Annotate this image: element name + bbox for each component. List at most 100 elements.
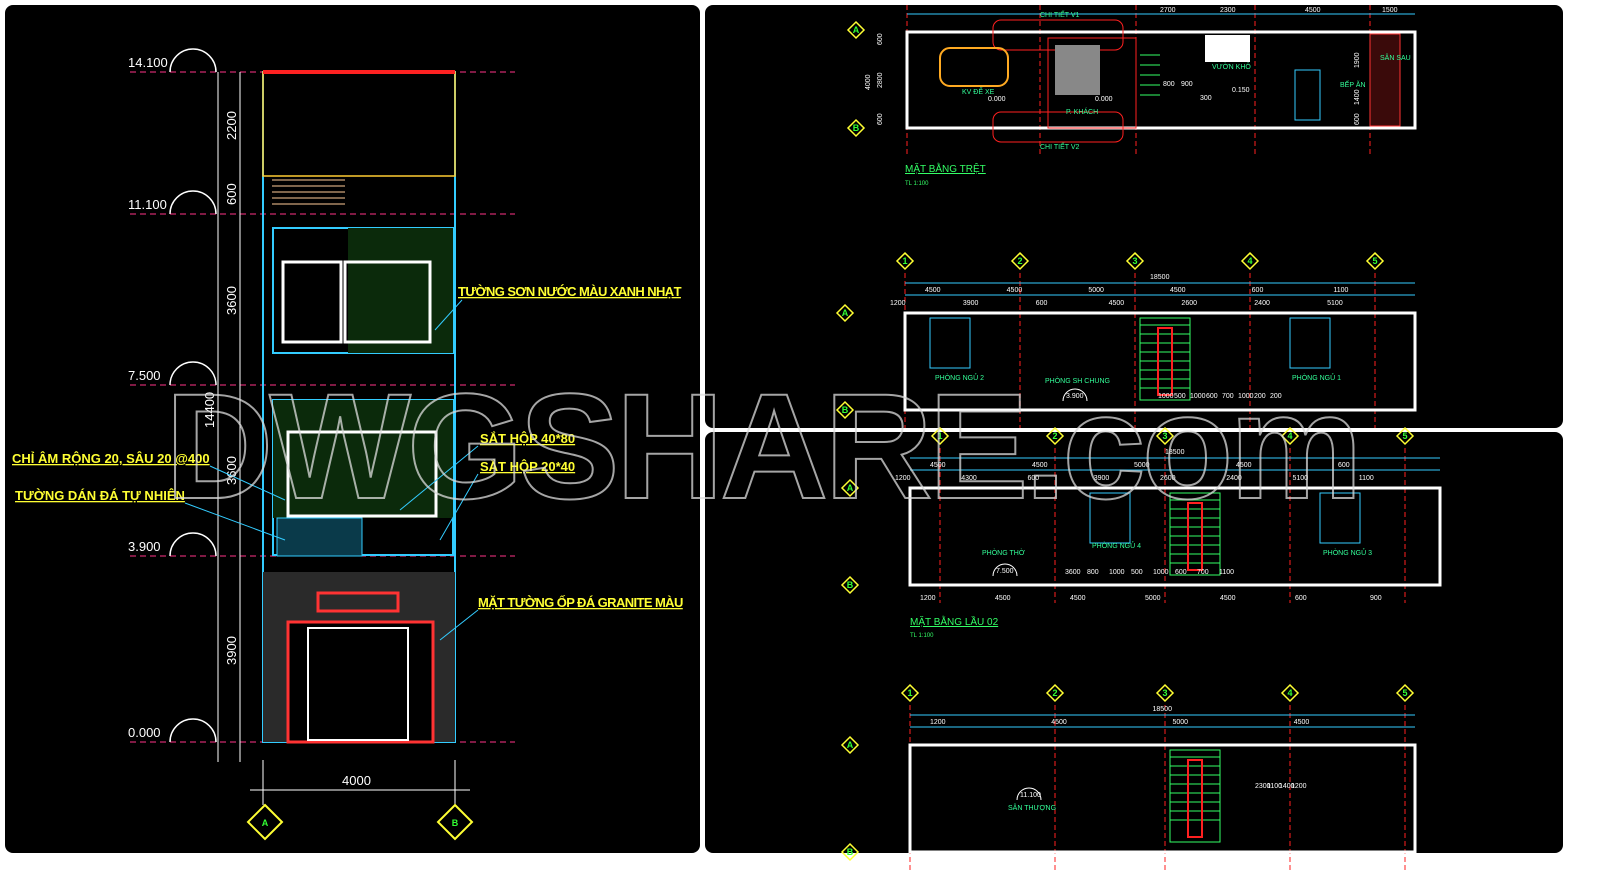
bed-icon <box>1319 492 1361 544</box>
note-steel-40x80: SẮT HỘP 40*80 <box>480 431 575 446</box>
dim-label: 900 <box>1181 81 1193 88</box>
room-label: P. KHÁCH <box>1066 107 1098 116</box>
dining-table-icon <box>1294 69 1321 121</box>
level-label: 11.100 <box>128 197 167 212</box>
outer-wall <box>908 743 1417 854</box>
axis-number: 4 <box>1287 431 1292 441</box>
green-paint-texture <box>348 228 453 353</box>
room-label: PHÒNG SH CHUNG <box>1045 376 1110 385</box>
front-elevation: 14.100 11.100 7.500 3.900 0.000 2200 600… <box>12 48 684 841</box>
dim-label: 4500 <box>1236 462 1252 469</box>
dim-label: 2600 <box>1181 300 1197 307</box>
axis-letter: A <box>842 308 849 318</box>
dim-label: 600 <box>1354 113 1361 125</box>
dim-label: 4500 <box>995 595 1011 602</box>
dim-label: 4500 <box>1294 719 1310 726</box>
axis-number: 3 <box>1162 431 1167 441</box>
note-granite: MẶT TƯỜNG ỐP ĐÁ GRANITE MÀU <box>478 595 683 610</box>
axis-letter: A <box>847 483 854 493</box>
dim-label: 600 <box>1206 393 1218 400</box>
axis-bubble <box>840 575 860 595</box>
dim-label: 700 <box>1197 569 1209 576</box>
bed-icon <box>929 317 971 369</box>
axis-bubble <box>1125 251 1145 271</box>
dim-label: 200 <box>1270 393 1282 400</box>
axis-letter: B <box>842 405 849 415</box>
dim-label: 1500 <box>1382 7 1398 14</box>
detail-label: CHI TIẾT V2 <box>1040 141 1080 151</box>
stair-icon <box>1139 317 1191 401</box>
dim-label: 4000 <box>865 74 872 90</box>
outer-wall <box>908 486 1442 587</box>
axis-bubble <box>900 683 920 703</box>
axis-bubble-b: B <box>452 818 459 828</box>
level-label: 14.100 <box>128 55 168 70</box>
car-icon <box>939 47 1009 87</box>
dim-label: 2700 <box>1160 7 1176 14</box>
dim-label: 1400 <box>1279 783 1295 790</box>
axis-bubble <box>1280 426 1300 446</box>
axis-number: 2 <box>1052 688 1057 698</box>
dim-label: 300 <box>1200 95 1212 102</box>
dim-label: 1100 <box>1219 569 1234 576</box>
axis-number: 5 <box>1402 688 1407 698</box>
stair-icon <box>1169 749 1221 843</box>
axis-number: 5 <box>1372 256 1377 266</box>
room-label: BẾP ĂN <box>1340 79 1366 89</box>
dim-label: 2400 <box>1254 300 1270 307</box>
plan-scale: TL 1:100 <box>910 633 934 639</box>
dim-label: 5000 <box>1173 719 1189 726</box>
dim-label: 600 <box>1295 595 1307 602</box>
dim-label: 600 <box>1028 475 1040 482</box>
dim-label: 4500 <box>1007 287 1023 294</box>
axis-bubble <box>895 251 915 271</box>
axis-bubble <box>930 426 950 446</box>
plan-title: MẶT BẰNG LẦU 02 <box>910 615 999 628</box>
axis-bubble <box>840 478 860 498</box>
dim-label: 2300 <box>1220 7 1236 14</box>
dim-label: 2800 <box>877 72 884 88</box>
dim-label: 600 <box>1036 300 1048 307</box>
stair-icon <box>1169 492 1221 576</box>
bed-icon <box>1089 492 1131 544</box>
axis-bubble: B <box>853 123 860 133</box>
axis-bubble <box>1010 251 1030 271</box>
note-paint-wall: TƯỜNG SƠN NƯỚC MÀU XANH NHẠT <box>458 284 682 299</box>
dim-label: 1200 <box>890 300 906 307</box>
dim-label: 5000 <box>1145 595 1161 602</box>
plan-ground-floor: 2700 2300 4500 1500 600 2800 600 4000 80… <box>846 5 1417 187</box>
dim-label: 600 <box>1252 287 1264 294</box>
dim-label: 2200 <box>224 111 239 140</box>
dim-label: 3900 <box>1094 475 1110 482</box>
note-groove: CHỈ ÂM RỘNG 20, SÂU 20 @400 <box>12 451 210 466</box>
dim-total-label: 14400 <box>202 392 217 428</box>
dim-label: 4500 <box>1170 287 1186 294</box>
level-label: 3.900 <box>1066 393 1084 400</box>
dim-label: 600 <box>1338 462 1350 469</box>
note-stone-wall: TƯỜNG DÁN ĐÁ TỰ NHIÊN <box>15 488 185 503</box>
dim-label: 1000 <box>1153 569 1169 576</box>
axis-number: 3 <box>1162 688 1167 698</box>
axis-bubble: A <box>853 25 860 35</box>
dim-label: 1200 <box>930 719 946 726</box>
level-label: 7.500 <box>128 368 161 383</box>
axis-bubble <box>840 842 860 862</box>
axis-number: 2 <box>1017 256 1022 266</box>
dim-total-label: 18500 <box>1150 274 1170 281</box>
sofa-icon <box>1055 45 1100 95</box>
dim-label: 5100 <box>1293 475 1309 482</box>
plans-top-panel <box>705 5 1563 428</box>
axis-letter: A <box>847 740 854 750</box>
axis-number: 5 <box>1402 431 1407 441</box>
dim-label: 3900 <box>963 300 979 307</box>
axis-bubble-a: A <box>262 818 269 828</box>
axis-bubble <box>840 735 860 755</box>
dim-label: 4500 <box>1070 595 1086 602</box>
axis-number: 4 <box>1287 688 1292 698</box>
dim-label: 2300 <box>1255 783 1271 790</box>
dim-label: 5000 <box>1088 287 1104 294</box>
axis-bubble <box>835 400 855 420</box>
level-label: 7.500 <box>996 568 1014 575</box>
room-label: VƯỜN KHÔ <box>1212 62 1251 71</box>
